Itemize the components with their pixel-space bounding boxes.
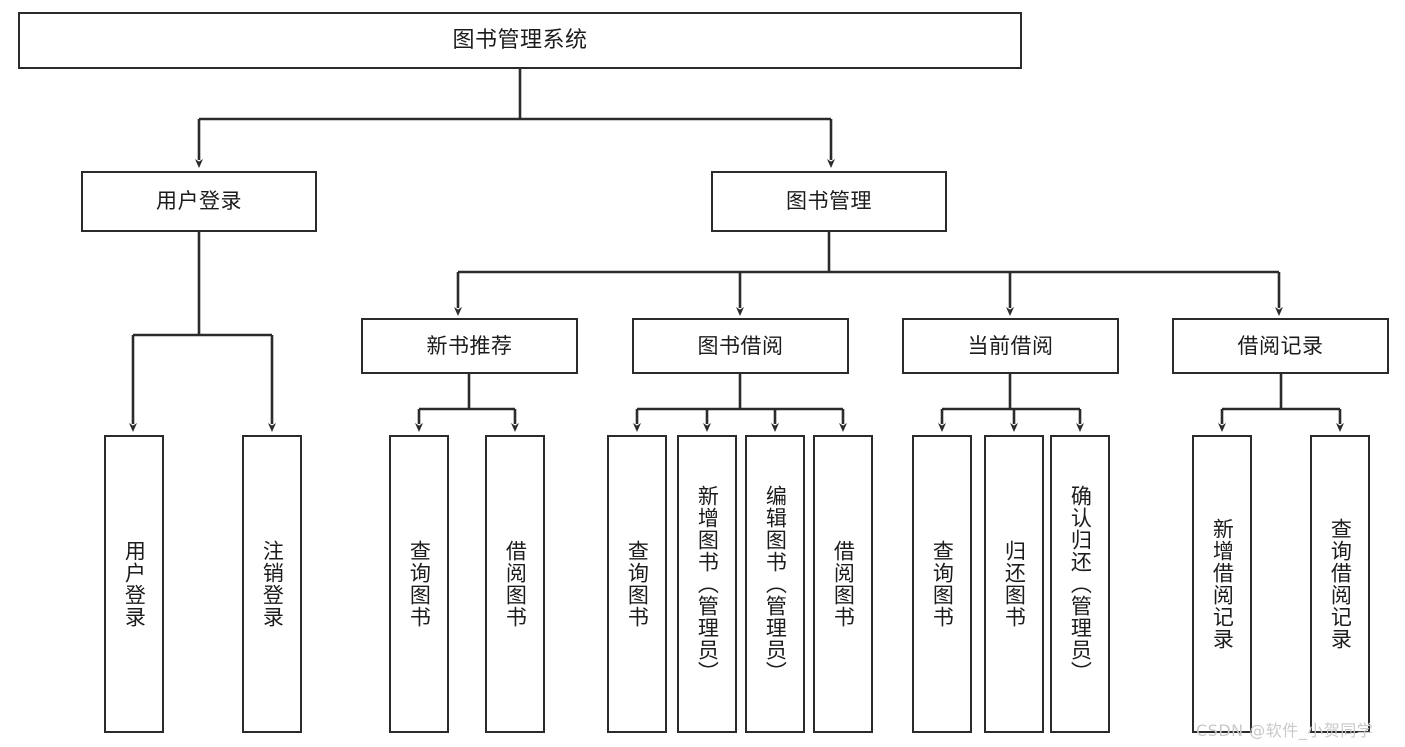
- node-leaf-query-book-2-label: 查询图书: [625, 540, 650, 628]
- node-leaf-user-login[interactable]: 用户登录: [104, 435, 164, 733]
- node-leaf-borrow-book-2[interactable]: 借阅图书: [813, 435, 873, 733]
- node-root-label: 图书管理系统: [452, 27, 588, 53]
- node-leaf-query-borrow-record-label: 查询借阅记录: [1328, 518, 1353, 650]
- node-root[interactable]: 图书管理系统: [18, 12, 1022, 69]
- node-leaf-query-book-1[interactable]: 查询图书: [389, 435, 449, 733]
- node-user-login[interactable]: 用户登录: [81, 171, 317, 232]
- node-leaf-edit-book[interactable]: 编辑图书（管理员）: [745, 435, 805, 733]
- node-leaf-query-book-3[interactable]: 查询图书: [912, 435, 972, 733]
- node-current-borrow[interactable]: 当前借阅: [902, 318, 1119, 374]
- node-leaf-add-borrow-record[interactable]: 新增借阅记录: [1192, 435, 1252, 733]
- node-leaf-user-logout-label: 注销登录: [260, 540, 285, 628]
- node-leaf-confirm-return-label: 确认归还（管理员）: [1068, 485, 1093, 683]
- node-current-borrow-label: 当前借阅: [967, 333, 1054, 358]
- node-leaf-add-book[interactable]: 新增图书（管理员）: [677, 435, 737, 733]
- node-leaf-query-book-2[interactable]: 查询图书: [607, 435, 667, 733]
- node-leaf-query-book-1-label: 查询图书: [407, 540, 432, 628]
- node-leaf-borrow-book-2-label: 借阅图书: [831, 540, 856, 628]
- node-borrow-record[interactable]: 借阅记录: [1172, 318, 1389, 374]
- node-user-login-label: 用户登录: [156, 189, 242, 214]
- node-leaf-borrow-book-1[interactable]: 借阅图书: [485, 435, 545, 733]
- node-leaf-borrow-book-1-label: 借阅图书: [503, 540, 528, 628]
- node-book-borrow[interactable]: 图书借阅: [632, 318, 849, 374]
- node-leaf-return-book-label: 归还图书: [1002, 540, 1027, 628]
- node-book-manage[interactable]: 图书管理: [711, 171, 947, 232]
- node-leaf-return-book[interactable]: 归还图书: [984, 435, 1044, 733]
- node-leaf-add-borrow-record-label: 新增借阅记录: [1210, 518, 1235, 650]
- node-leaf-user-login-label: 用户登录: [122, 540, 147, 628]
- node-borrow-record-label: 借阅记录: [1237, 333, 1324, 358]
- node-leaf-query-borrow-record[interactable]: 查询借阅记录: [1310, 435, 1370, 733]
- csdn-watermark: CSDN @软件_小贺同学: [1196, 721, 1374, 740]
- node-leaf-user-logout[interactable]: 注销登录: [242, 435, 302, 733]
- node-book-borrow-label: 图书借阅: [697, 333, 784, 358]
- node-new-book-recommend[interactable]: 新书推荐: [361, 318, 578, 374]
- node-leaf-query-book-3-label: 查询图书: [930, 540, 955, 628]
- node-book-manage-label: 图书管理: [786, 189, 872, 214]
- node-leaf-add-book-label: 新增图书（管理员）: [695, 485, 720, 683]
- node-leaf-confirm-return[interactable]: 确认归还（管理员）: [1050, 435, 1110, 733]
- node-leaf-edit-book-label: 编辑图书（管理员）: [763, 485, 788, 683]
- node-new-book-recommend-label: 新书推荐: [426, 333, 513, 358]
